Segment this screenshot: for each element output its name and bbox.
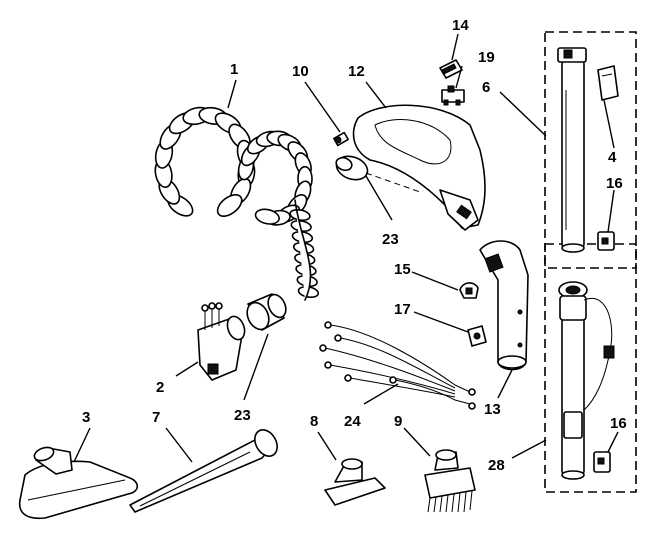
floor-tool-part	[18, 446, 139, 520]
callout-15: 15	[394, 261, 411, 278]
callout-6: 6	[482, 79, 490, 96]
upholstery-tool-part	[324, 458, 386, 506]
swivel-elbow-part	[479, 240, 529, 371]
callout-19: 19	[478, 49, 495, 66]
callout-labels: 1 2 3 4 6 7 8 9 10 12 13 14 15 16 16 17 …	[82, 17, 627, 474]
callout-24: 24	[344, 413, 361, 430]
callout-16-upper: 16	[606, 175, 623, 192]
wand-lower-group-box	[544, 243, 637, 493]
callout-1: 1	[230, 61, 238, 78]
latch-lower-part	[593, 451, 611, 473]
hose-coil-ring	[216, 193, 243, 217]
latch-upper-part	[597, 231, 615, 251]
wand-clip-part	[597, 65, 619, 101]
clip-part	[459, 282, 479, 299]
screw-part	[333, 131, 349, 147]
callout-16-lower: 16	[610, 415, 627, 432]
wire-harness-part	[319, 321, 476, 410]
callout-23-lower: 23	[234, 407, 251, 424]
crevice-tool-part	[129, 429, 278, 513]
callout-9: 9	[394, 413, 402, 430]
callout-13: 13	[484, 401, 501, 418]
callout-8: 8	[310, 413, 318, 430]
callout-28: 28	[488, 457, 505, 474]
callout-17: 17	[394, 301, 411, 318]
dusting-brush-part	[424, 449, 476, 513]
callout-23-upper: 23	[382, 231, 399, 248]
switch-part	[441, 85, 465, 106]
lower-wand-part	[558, 281, 615, 480]
hose-connector-part	[197, 302, 246, 381]
callout-12: 12	[348, 63, 365, 80]
callout-14: 14	[452, 17, 469, 34]
upper-wand-part	[557, 47, 587, 253]
hose-cuff-lower-part	[246, 293, 287, 331]
callout-10: 10	[292, 63, 309, 80]
small-clip-part	[467, 325, 487, 347]
hose-cuff-upper-part	[335, 155, 421, 193]
wand-upper-group-box	[544, 31, 637, 269]
callout-7: 7	[152, 409, 160, 426]
leader-lines	[73, 33, 619, 463]
callout-3: 3	[82, 409, 90, 426]
hose-coil-ring	[254, 208, 280, 225]
hose-coil-part	[154, 106, 320, 301]
callout-2: 2	[156, 379, 164, 396]
switch-button-part	[439, 59, 463, 79]
handle-part	[352, 104, 486, 231]
callout-4: 4	[608, 149, 617, 166]
